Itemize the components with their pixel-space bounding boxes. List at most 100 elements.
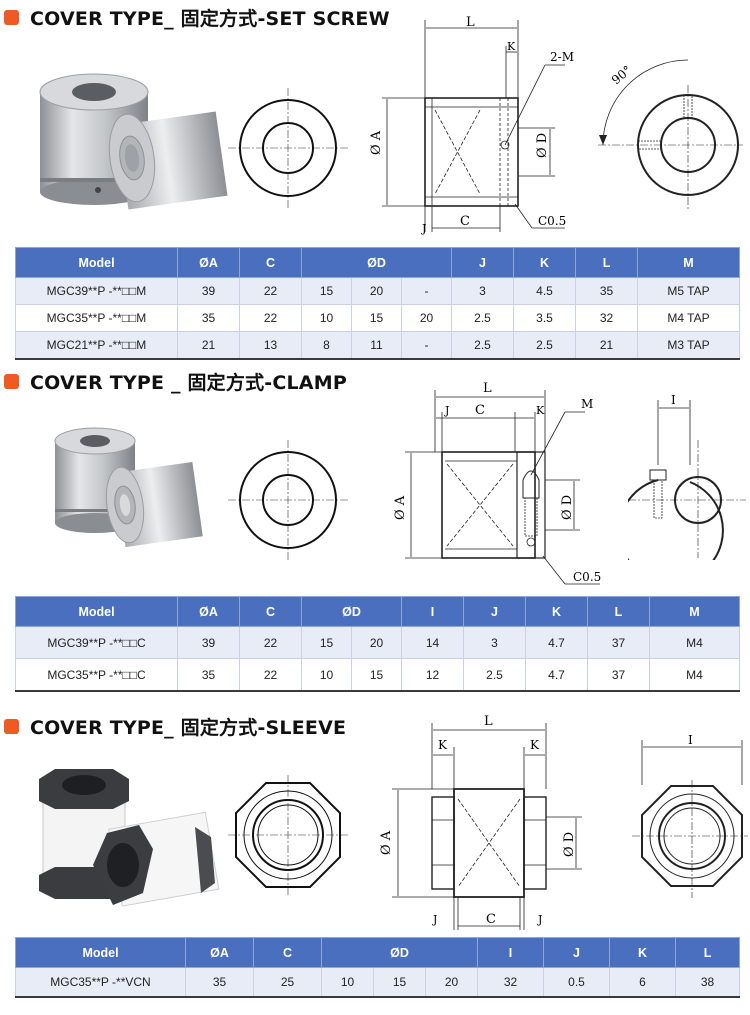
- col-j: J: [451, 247, 515, 278]
- cell: 20: [424, 967, 479, 998]
- cell-model: MGC39**P -**□□M: [15, 277, 178, 305]
- cell: 32: [477, 967, 545, 998]
- cell: 35: [177, 304, 240, 332]
- col-a: ØA: [177, 596, 240, 627]
- cell: 22: [239, 626, 302, 659]
- dim-label-D: Ø D: [535, 133, 550, 158]
- cell: 11: [351, 331, 402, 360]
- cylinder-front: [105, 461, 203, 548]
- col-k: K: [609, 937, 677, 968]
- cell: 15: [351, 658, 402, 692]
- cell: 6: [609, 967, 677, 998]
- col-m: M: [649, 596, 740, 627]
- side-view-dimension-diagram: L K K Ø A Ø D J C J: [379, 714, 582, 930]
- cell: 22: [239, 304, 302, 332]
- dim-label-C05: C0.5: [538, 214, 566, 228]
- front-view-diagram: [228, 88, 348, 208]
- spec-table-set-screw: Model ØA C ØD J K L M MGC39**P -**□□M 39…: [15, 247, 741, 360]
- cell: 3: [463, 626, 526, 659]
- section-title-text: COVER TYPE _ 固定方式-CLAMP: [30, 371, 347, 394]
- col-l: L: [575, 247, 639, 278]
- section-bullet-icon: [4, 9, 19, 25]
- cell: M3 TAP: [637, 331, 741, 360]
- cell: 35: [185, 967, 254, 998]
- cell: 20: [351, 626, 402, 659]
- col-j: J: [463, 596, 526, 627]
- dim-label-L: L: [466, 15, 475, 30]
- cell: 2.5: [451, 331, 515, 360]
- col-l: L: [587, 596, 650, 627]
- cell: 35: [575, 277, 639, 305]
- cell: 15: [301, 626, 352, 659]
- end-view-angle-diagram: 90°: [598, 59, 743, 210]
- dim-label-C: C: [460, 214, 470, 229]
- cell: 4.7: [525, 626, 588, 659]
- cell: 22: [239, 277, 302, 305]
- table-row: MGC21**P -**□□M 21 13 8 11 - 2.5 2.5 21 …: [15, 331, 741, 360]
- cell: 35: [177, 658, 240, 692]
- dim-label-L: L: [483, 381, 492, 396]
- dim-label-D: Ø D: [560, 495, 575, 520]
- cell: 21: [575, 331, 639, 360]
- cell: 39: [177, 277, 240, 305]
- cell: 10: [321, 967, 374, 998]
- col-a: ØA: [185, 937, 254, 968]
- sleeve-front: [93, 811, 220, 907]
- table-row: MGC35**P -**VCN 35 25 10 15 20 32 0.5 6 …: [15, 967, 741, 998]
- col-i: I: [477, 937, 545, 968]
- cell-model: MGC21**P -**□□M: [15, 331, 178, 360]
- spec-table-clamp: Model ØA C ØD I J K L M MGC39**P -**□□C …: [15, 596, 740, 692]
- dim-label-K-left: K: [438, 738, 448, 752]
- end-view-clamp-diagram: I: [628, 393, 746, 560]
- cylinder-front: [95, 111, 228, 210]
- dim-label-K: K: [536, 404, 545, 417]
- cell: 15: [301, 277, 352, 305]
- cell: 25: [253, 967, 322, 998]
- cell: 2.5: [463, 658, 526, 692]
- dim-label-I: I: [688, 733, 693, 747]
- section-title-text: COVER TYPE_ 固定方式-SET SCREW: [30, 7, 390, 30]
- table-header-row: Model ØA C ØD J K L M: [15, 247, 741, 278]
- table-header-row: Model ØA C ØD I J K L M: [15, 596, 740, 627]
- dim-label-C: C: [475, 403, 485, 418]
- dim-label-C05: C0.5: [573, 570, 601, 584]
- cell: M5 TAP: [637, 277, 741, 305]
- section-title: COVER TYPE_ 固定方式-SLEEVE: [4, 715, 347, 739]
- cell-model: MGC39**P -**□□C: [15, 626, 178, 659]
- cell-model: MGC35**P -**□□M: [15, 304, 178, 332]
- side-view-dimension-diagram: L J C K M Ø A Ø D C0.5: [393, 381, 601, 585]
- section-title-text: COVER TYPE_ 固定方式-SLEEVE: [30, 716, 347, 739]
- col-k: K: [513, 247, 577, 278]
- cell: 15: [351, 304, 402, 332]
- cell: 4.7: [525, 658, 588, 692]
- cell: 3.5: [513, 304, 577, 332]
- cell: 39: [177, 626, 240, 659]
- dim-label-J-left: J: [432, 913, 437, 926]
- cell: 37: [587, 626, 650, 659]
- col-model: Model: [15, 247, 178, 278]
- table-row: MGC35**P -**□□M 35 22 10 15 20 2.5 3.5 3…: [15, 304, 741, 332]
- col-c: C: [239, 247, 302, 278]
- spec-table-sleeve: Model ØA C ØD I J K L MGC35**P -**VCN 35…: [15, 937, 741, 998]
- col-a: ØA: [177, 247, 240, 278]
- dim-label-K: K: [507, 40, 516, 53]
- dim-label-J-right: J: [537, 913, 542, 926]
- product-photo-clamp: [54, 427, 203, 548]
- cell: 10: [301, 658, 352, 692]
- dim-label-2M: 2-M: [550, 50, 574, 64]
- cell: 0.5: [543, 967, 611, 998]
- cell: 21: [177, 331, 240, 360]
- dim-label-A: Ø A: [369, 130, 384, 155]
- cell: 20: [400, 304, 453, 332]
- cell: M4: [649, 658, 740, 692]
- section-sleeve: COVER TYPE_ 固定方式-SLEEVE: [0, 705, 750, 1015]
- cell-model: MGC35**P -**VCN: [15, 967, 186, 998]
- section-bullet-icon: [4, 373, 19, 389]
- col-i: I: [401, 596, 464, 627]
- col-model: Model: [15, 596, 178, 627]
- dim-label-I: I: [671, 393, 676, 407]
- table-row: MGC35**P -**□□C 35 22 10 15 12 2.5 4.7 3…: [15, 658, 740, 692]
- col-d: ØD: [300, 247, 453, 278]
- dim-label-K-right: K: [530, 738, 540, 752]
- dim-label-C: C: [486, 912, 496, 927]
